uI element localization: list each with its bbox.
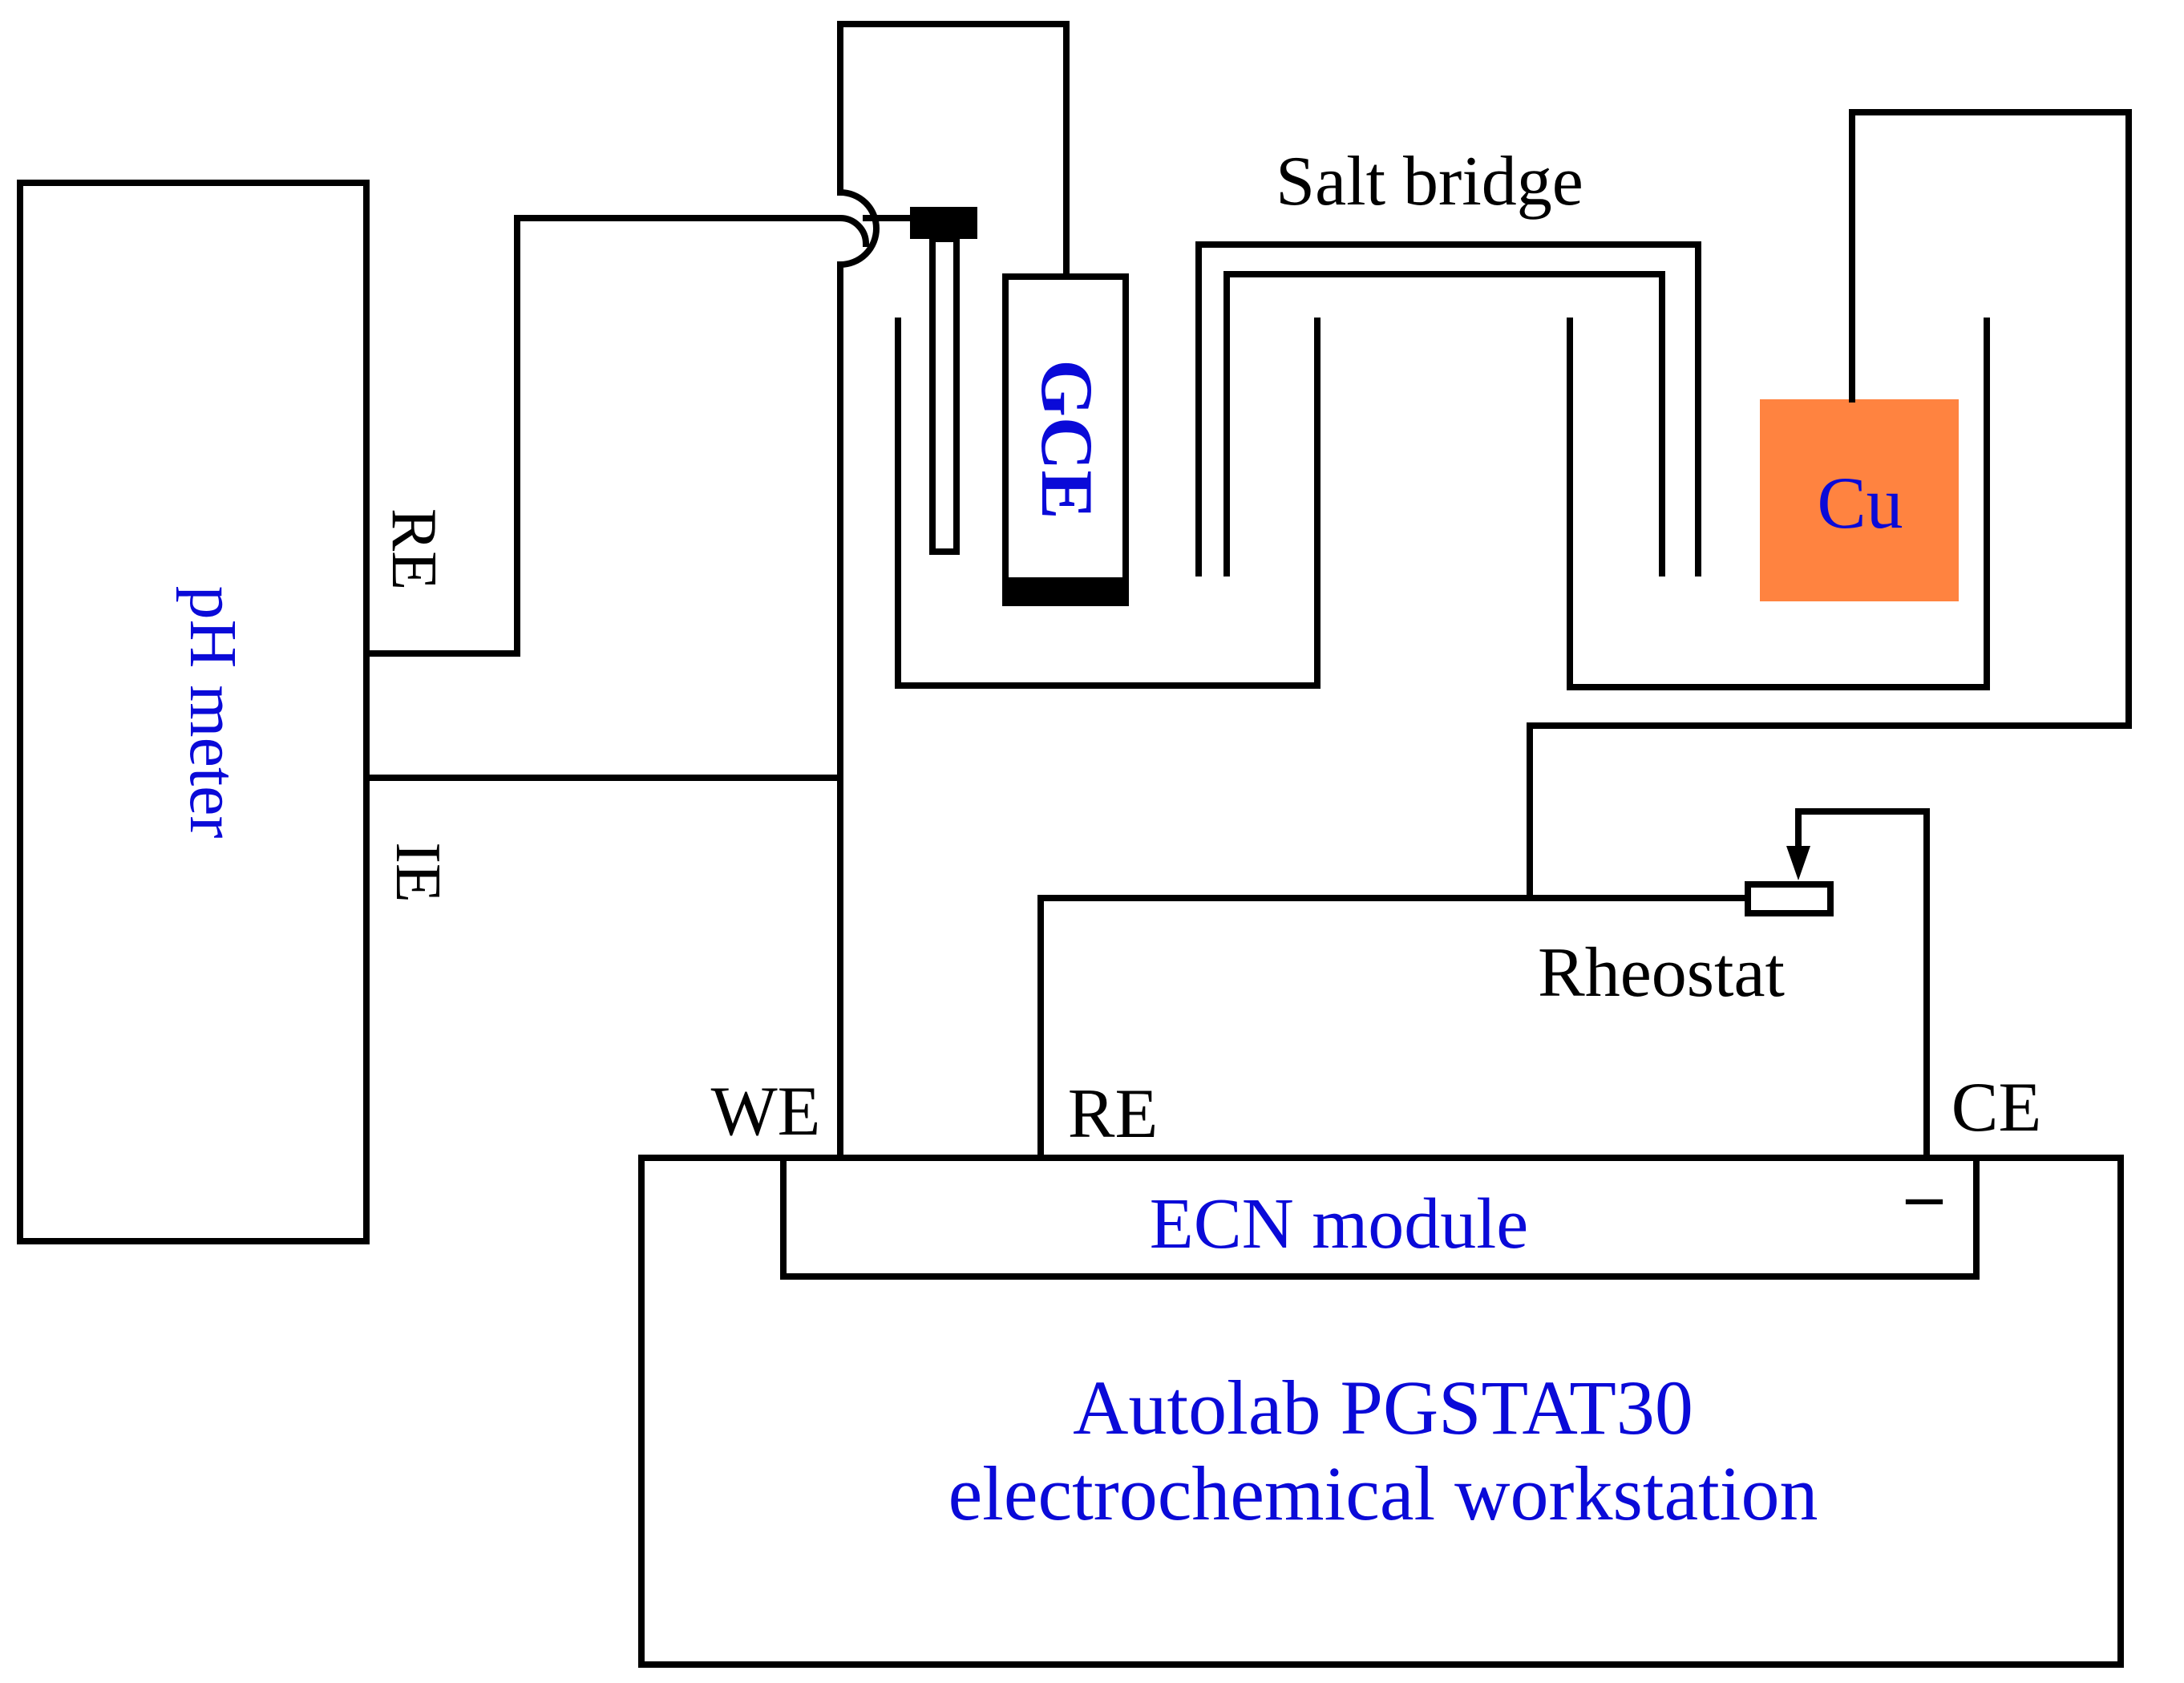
reference-electrode-head [910,207,977,239]
reference-electrode-tube [929,236,960,555]
ph-meter-label: pH meter [176,586,250,839]
ph-meter-ie-label: IE [382,842,453,903]
rheostat-label: Rheostat [1538,934,1785,1012]
ecn-module-box [780,1155,1980,1280]
beaker-right [1567,318,1990,690]
workstation-label-line2: electrochemical workstation [948,1450,1818,1536]
we-terminal-label: WE [711,1073,821,1151]
gce-label: GCE [1026,359,1108,519]
cu-label: Cu [1817,462,1903,544]
rheostat [1745,881,1834,916]
ecn-module-label: ECN module [1150,1184,1528,1264]
cu-wire [1527,109,2132,901]
beaker-left [895,318,1321,689]
rheostat-wiper-arrow [1786,846,1810,880]
we-wire [837,21,1070,1158]
re-wire [1037,895,1751,1158]
salt-bridge-label: Salt bridge [1276,143,1583,220]
minus-sign: – [1906,1155,1943,1235]
gce-electrode-tip [1002,577,1129,606]
ce-terminal-label: CE [1951,1069,2041,1147]
ph-meter-re-label: RE [378,508,449,590]
rheostat-wiper-wire [1795,808,1930,1158]
salt-bridge-outer [1195,241,1701,577]
salt-bridge-inner [1223,271,1665,577]
re-terminal-label: RE [1068,1075,1158,1153]
ph-meter-box [17,180,370,1244]
cu-electrode [1760,399,1959,601]
workstation-label-line1: Autolab PGSTAT30 [1073,1365,1693,1450]
